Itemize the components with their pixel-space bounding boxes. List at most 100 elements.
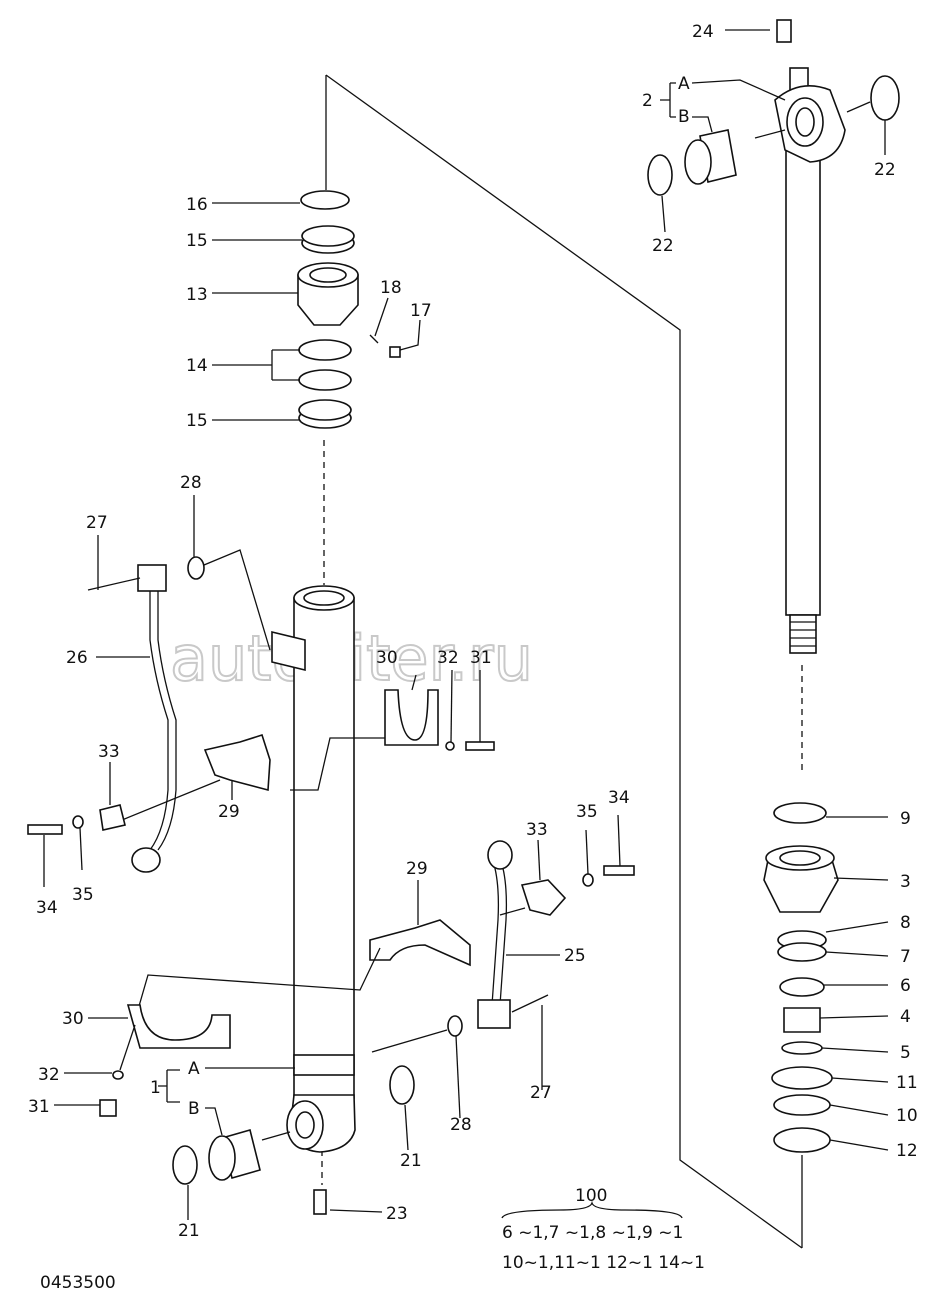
- seal-22-right: [870, 75, 900, 121]
- ring-16: [300, 190, 350, 210]
- bolt-27-right: [511, 994, 549, 1013]
- tube-bushing: [208, 1129, 291, 1181]
- label-35-right: 35: [576, 802, 598, 822]
- oring-28-left: [187, 556, 205, 580]
- washer-32-upper: [445, 741, 455, 751]
- label-31-lower: 31: [28, 1097, 50, 1117]
- connector-line-32: [119, 1024, 136, 1071]
- kit-number: 100: [575, 1186, 607, 1206]
- label-2-a: A: [678, 74, 690, 94]
- label-24: 24: [692, 22, 714, 42]
- tube-eye: [286, 1094, 356, 1153]
- label-30-lower: 30: [62, 1009, 84, 1029]
- pin-18: [369, 334, 379, 344]
- bushing-4: [783, 1007, 821, 1033]
- kit-line-2: 10~1,11~1 12~1 14~1: [502, 1253, 705, 1273]
- label-12: 12: [896, 1141, 918, 1161]
- piston-rod: [785, 149, 821, 654]
- bolt-31-upper: [465, 741, 495, 751]
- seal-22-left: [647, 154, 673, 196]
- ring-15-lower: [298, 399, 352, 429]
- label-2: 2: [642, 91, 653, 111]
- connector-line-28: [203, 549, 271, 651]
- label-25: 25: [564, 946, 586, 966]
- plate-11: [771, 1066, 833, 1090]
- pipe-26: [131, 564, 177, 873]
- label-22-left: 22: [652, 236, 674, 256]
- bolt-31-lower: [99, 1099, 117, 1117]
- ring-14b: [298, 369, 352, 391]
- seal-7: [777, 942, 827, 962]
- rod-bushing: [684, 129, 786, 185]
- label-17: 17: [410, 301, 432, 321]
- label-22-right: 22: [874, 160, 896, 180]
- label-21-right: 21: [400, 1151, 422, 1171]
- bolt-27-left: [87, 577, 141, 591]
- label-11: 11: [896, 1073, 918, 1093]
- kit-line-1: 6 ~1,7 ~1,8 ~1,9 ~1: [502, 1223, 683, 1243]
- label-5: 5: [900, 1043, 911, 1063]
- ring-12: [773, 1127, 831, 1153]
- connector-line-28b: [371, 1029, 448, 1053]
- seal-21-right: [389, 1065, 415, 1105]
- label-33-left: 33: [98, 742, 120, 762]
- label-1-a: A: [188, 1059, 200, 1079]
- clamp-30-lower: [126, 1004, 231, 1049]
- connector-line-30: [290, 737, 385, 791]
- label-3: 3: [900, 872, 911, 892]
- assembly-lines: [321, 74, 803, 1249]
- label-6: 6: [900, 976, 911, 996]
- label-34-left: 34: [36, 898, 58, 918]
- label-23: 23: [386, 1204, 408, 1224]
- label-26: 26: [66, 648, 88, 668]
- label-31-upper: 31: [470, 648, 492, 668]
- clamp-30-upper: [384, 689, 439, 746]
- label-30-upper: 30: [376, 648, 398, 668]
- label-27-lower: 27: [530, 1083, 552, 1103]
- label-16: 16: [186, 195, 208, 215]
- block-33-left: [99, 804, 126, 831]
- washer-35-left: [72, 815, 84, 829]
- label-32-lower: 32: [38, 1065, 60, 1085]
- label-15-lower: 15: [186, 411, 208, 431]
- label-4: 4: [900, 1007, 911, 1027]
- clamp-29-upper: [203, 733, 271, 792]
- seal-21-left: [172, 1145, 198, 1185]
- connector-line-29-lower: [134, 947, 381, 1021]
- label-35-left: 35: [72, 885, 94, 905]
- label-27-upper: 27: [86, 513, 108, 533]
- part-labels: 24 2 A B 22 22 16 15 13 18 17 14 15 28 2…: [28, 22, 918, 1241]
- label-29-upper: 29: [218, 802, 240, 822]
- grease-fitting-24: [776, 19, 792, 43]
- label-9: 9: [900, 809, 911, 829]
- ring-10: [773, 1094, 831, 1116]
- washer-35-right: [582, 873, 594, 887]
- label-21-left: 21: [178, 1221, 200, 1241]
- label-18: 18: [380, 278, 402, 298]
- washer-32-lower: [112, 1070, 124, 1080]
- label-28-lower: 28: [450, 1115, 472, 1135]
- pipe-25: [477, 840, 513, 1029]
- ring-15-upper: [301, 225, 355, 254]
- label-33-right: 33: [526, 820, 548, 840]
- ring-14a: [298, 339, 352, 361]
- drawing-number: 0453500: [40, 1273, 116, 1293]
- bolt-34-right: [603, 865, 635, 876]
- label-14: 14: [186, 356, 208, 376]
- oring-28-right: [447, 1015, 463, 1037]
- label-7: 7: [900, 947, 911, 967]
- label-32-upper: 32: [437, 648, 459, 668]
- grease-fitting-23: [313, 1189, 327, 1215]
- seal-9: [773, 802, 827, 824]
- rod-eye: [774, 67, 846, 163]
- label-10: 10: [896, 1106, 918, 1126]
- label-8: 8: [900, 913, 911, 933]
- ring-6: [779, 977, 825, 997]
- label-15-upper: 15: [186, 231, 208, 251]
- cylinder-tube: [271, 585, 355, 1099]
- snap-ring-5: [781, 1041, 823, 1055]
- connector-line-29: [121, 779, 221, 821]
- label-13: 13: [186, 285, 208, 305]
- label-28-upper: 28: [180, 473, 202, 493]
- label-1-b: B: [188, 1099, 200, 1119]
